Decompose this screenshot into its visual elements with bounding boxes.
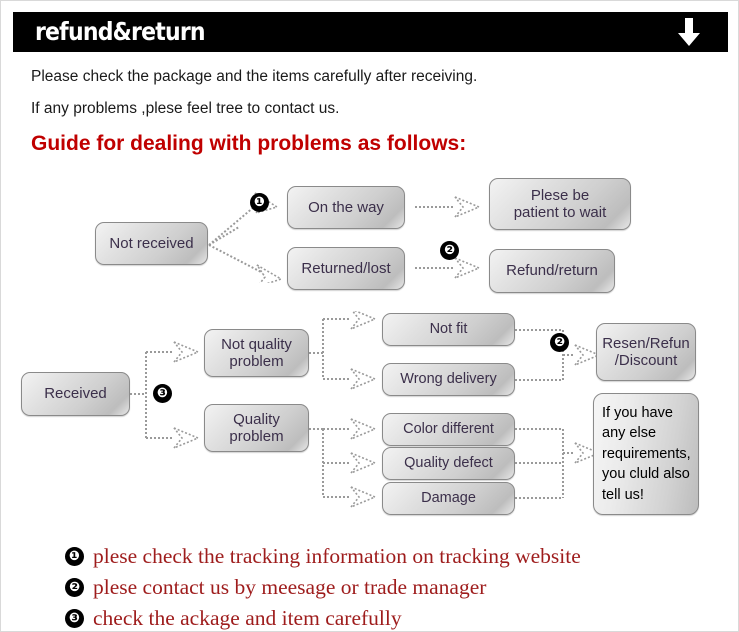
page-title: refund&return xyxy=(35,17,228,46)
legend-badge-2: ❷ xyxy=(65,578,84,597)
box-received[interactable]: Received xyxy=(21,372,130,416)
badge-step-2-refund: ❷ xyxy=(440,241,459,260)
box-on-the-way[interactable]: On the way xyxy=(287,186,405,229)
connector-not-quality-split xyxy=(309,311,378,390)
box-quality-defect[interactable]: Quality defect xyxy=(382,447,515,480)
connector-received-split xyxy=(130,341,201,449)
connector-on-the-way-to-wait xyxy=(415,196,482,218)
legend-item-3: ❸ check the ackage and item carefully xyxy=(65,606,402,631)
intro-line-1: Please check the package and the items c… xyxy=(31,68,478,85)
box-color-different[interactable]: Color different xyxy=(382,413,515,446)
badge-step-1-on-the-way: ❶ xyxy=(250,193,269,212)
guide-heading: Guide for dealing with problems as follo… xyxy=(31,132,467,155)
box-not-quality-problem[interactable]: Not quality problem xyxy=(204,329,309,377)
legend-text-3: check the ackage and item carefully xyxy=(93,606,402,630)
box-not-fit[interactable]: Not fit xyxy=(382,313,515,346)
legend-text-1: plese check the tracking information on … xyxy=(93,544,581,568)
legend-badge-1: ❶ xyxy=(65,547,84,566)
intro-line-2: If any problems ,plese feel tree to cont… xyxy=(31,100,340,117)
box-damage[interactable]: Damage xyxy=(382,482,515,515)
connector-merge-not-quality xyxy=(515,329,601,381)
arrow-down-icon xyxy=(678,18,700,46)
box-not-received[interactable]: Not received xyxy=(95,222,208,265)
legend-item-1: ❶ plese check the tracking information o… xyxy=(65,544,581,569)
badge-step-2-resend: ❷ xyxy=(550,333,569,352)
box-returned-lost[interactable]: Returned/lost xyxy=(287,247,405,290)
box-refund-return[interactable]: Refund/return xyxy=(489,249,615,293)
legend-text-2: plese contact us by meesage or trade man… xyxy=(93,575,487,599)
header-bar: refund&return xyxy=(13,12,728,52)
box-resend-refund-discount[interactable]: Resen/Refun /Discount xyxy=(596,323,696,381)
connector-quality-split xyxy=(309,418,378,508)
badge-step-3-received: ❸ xyxy=(153,384,172,403)
connector-returned-to-refund xyxy=(415,257,482,279)
page-title-text: refund&return xyxy=(35,16,206,46)
connector-merge-quality xyxy=(515,428,601,499)
box-wrong-delivery[interactable]: Wrong delivery xyxy=(382,363,515,396)
box-quality-problem[interactable]: Quality problem xyxy=(204,404,309,452)
legend-item-2: ❷ plese contact us by meesage or trade m… xyxy=(65,575,486,600)
box-plese-be-patient[interactable]: Plese be patient to wait xyxy=(489,178,631,230)
box-additional-requirements-note[interactable]: If you have any else requirements, you c… xyxy=(593,393,699,515)
legend-badge-3: ❸ xyxy=(65,609,84,628)
